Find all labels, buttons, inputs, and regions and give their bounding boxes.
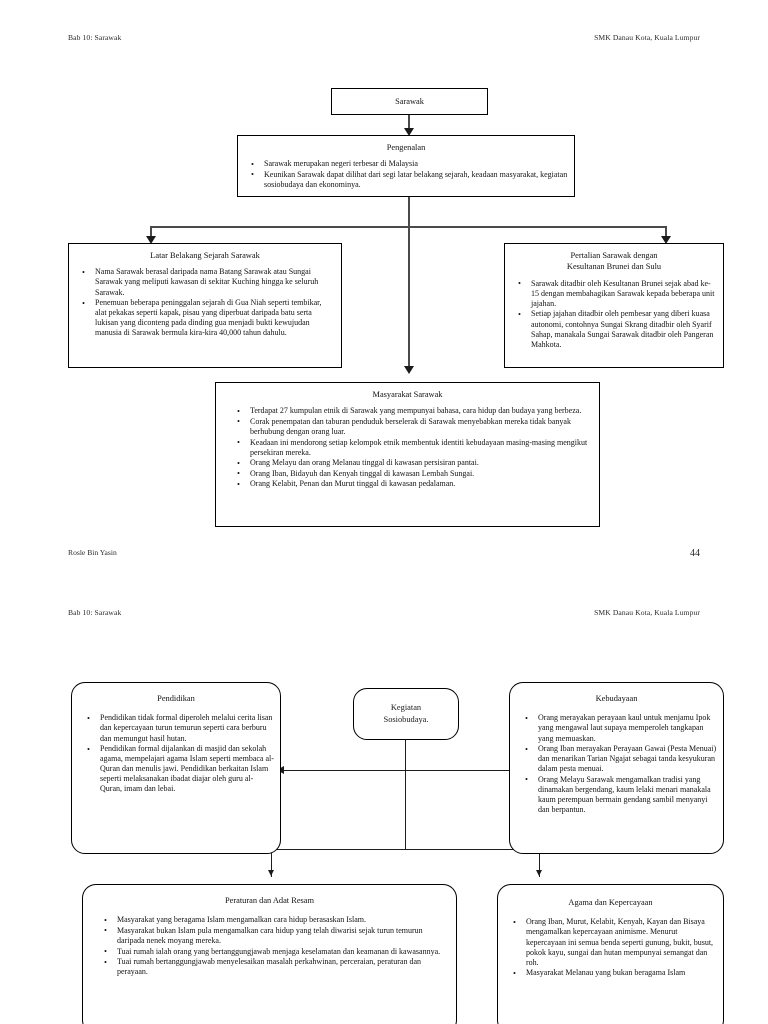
running-head: Bab 10: Sarawak SMK Danau Kota, Kuala Lu…: [68, 33, 700, 42]
node-peraturan-title: Peraturan dan Adat Resam: [224, 896, 315, 905]
connector-center-stem: [405, 740, 406, 850]
list-item: Pendidikan formal dijalankan di masjid d…: [87, 744, 274, 794]
connector-lower-right: [539, 849, 540, 877]
node-agama-kepercayaan: Agama dan Kepercayaan Orang Iban, Murut,…: [497, 884, 724, 1024]
list-item: Orang merayakan perayaan kaul untuk menj…: [525, 713, 717, 743]
node-agama-title: Agama dan Kepercayaan: [568, 898, 653, 907]
list-item: Sarawak merupakan negeri terbesar di Mal…: [251, 159, 568, 170]
list-item: Tuai rumah bertanggungjawab menyelesaika…: [104, 957, 450, 977]
running-head: Bab 10: Sarawak SMK Danau Kota, Kuala Lu…: [68, 608, 700, 617]
connector-lower-left: [271, 849, 272, 877]
footer-author: Rosle Bin Yasin: [68, 548, 117, 557]
list-item: Keunikan Sarawak dapat dilihat dari segi…: [251, 169, 568, 190]
node-masyarakat-sarawak: Masyarakat Sarawak Terdapat 27 kumpulan …: [215, 382, 600, 527]
node-pengenalan: Pengenalan Sarawak merupakan negeri terb…: [237, 135, 575, 197]
list-item: Orang Iban, Murut, Kelabit, Kenyah, Kaya…: [513, 917, 717, 967]
node-kebudayaan-list: Orang merayakan perayaan kaul untuk menj…: [510, 713, 723, 815]
page-1: Bab 10: Sarawak SMK Danau Kota, Kuala Lu…: [0, 0, 768, 600]
list-item: Masyarakat bukan Islam pula mengamalkan …: [104, 925, 450, 946]
node-pertalian-list: Sarawak ditadbir oleh Kesultanan Brunei …: [505, 278, 723, 350]
node-pertalian-title: Pertalian Sarawak dengan Kesultanan Brun…: [505, 244, 723, 273]
node-pertalian-brunei: Pertalian Sarawak dengan Kesultanan Brun…: [504, 243, 724, 368]
node-kegiatan-line1: Kegiatan: [390, 703, 422, 713]
connector-lower-bus: [271, 849, 540, 850]
arrowhead-intro: [404, 128, 414, 136]
node-peraturan-list: Masyarakat yang beragama Islam mengamalk…: [83, 915, 456, 977]
node-kebudayaan-title: Kebudayaan: [595, 694, 638, 703]
node-kegiatan-line2: Sosiobudaya.: [383, 715, 429, 724]
list-item: Setiap jajahan ditadbir oleh pembesar ya…: [518, 309, 717, 349]
arrowhead-religion: [536, 870, 542, 876]
page-2: Bab 10: Sarawak SMK Danau Kota, Kuala Lu…: [0, 600, 768, 1024]
list-item: Penemuan beberapa peninggalan sejarah di…: [82, 298, 335, 338]
node-sarawak: Sarawak: [331, 88, 488, 115]
connector-root-to-intro: [408, 115, 410, 134]
list-item: Masyarakat yang beragama Islam mengamalk…: [104, 915, 450, 926]
node-pertalian-title-line1: Pertalian Sarawak dengan: [570, 251, 658, 260]
running-head-left: Bab 10: Sarawak: [68, 33, 122, 42]
node-peraturan-adat-resam: Peraturan dan Adat Resam Masyarakat yang…: [82, 884, 457, 1024]
list-item: Corak penempatan dan taburan penduduk be…: [237, 416, 593, 437]
node-sarawak-title: Sarawak: [395, 97, 424, 106]
node-pendidikan: Pendidikan Pendidikan tidak formal diper…: [71, 682, 281, 854]
node-kegiatan-label: Kegiatan Sosiobudaya.: [384, 702, 429, 726]
arrowhead-brunei: [661, 236, 671, 244]
list-item: Sarawak ditadbir oleh Kesultanan Brunei …: [518, 278, 717, 309]
connector-horizontal-bus: [282, 770, 528, 771]
node-masyarakat-title: Masyarakat Sarawak: [372, 390, 443, 399]
node-agama-list: Orang Iban, Murut, Kelabit, Kenyah, Kaya…: [498, 917, 723, 979]
arrowhead-society: [404, 366, 414, 374]
connector-intro-stem: [408, 197, 410, 227]
list-item: Keadaan ini mendorong setiap kelompok et…: [237, 437, 593, 458]
node-pendidikan-title: Pendidikan: [157, 694, 195, 703]
list-item: Masyarakat Melanau yang bukan beragama I…: [513, 968, 717, 979]
list-item: Tuai rumah ialah orang yang bertanggungj…: [104, 946, 450, 957]
list-item: Terdapat 27 kumpulan etnik di Sarawak ya…: [237, 406, 593, 417]
connector-branch-center: [408, 226, 410, 372]
list-item: Pendidikan tidak formal diperoleh melalu…: [87, 713, 274, 743]
list-item: Orang Iban, Bidayuh dan Kenyah tinggal d…: [237, 468, 593, 479]
node-pengenalan-list: Sarawak merupakan negeri terbesar di Mal…: [238, 159, 574, 190]
node-latar-belakang-sejarah: Latar Belakang Sejarah Sarawak Nama Sara…: [68, 243, 342, 368]
list-item: Orang Melayu dan orang Melanau tinggal d…: [237, 458, 593, 469]
node-kegiatan-sosiobudaya: Kegiatan Sosiobudaya.: [353, 688, 459, 740]
list-item: Orang Melayu Sarawak mengamalkan tradisi…: [525, 774, 717, 815]
node-pengenalan-title: Pengenalan: [386, 143, 426, 152]
list-item: Orang Kelabit, Penan dan Murut tinggal d…: [237, 479, 593, 490]
list-item: Nama Sarawak berasal daripada nama Batan…: [82, 267, 335, 297]
running-head-left: Bab 10: Sarawak: [68, 608, 122, 617]
connector-branch-right: [665, 226, 667, 242]
page-footer: Rosle Bin Yasin 44: [68, 548, 700, 559]
footer-page-number: 44: [690, 548, 700, 559]
node-latar-belakang-list: Nama Sarawak berasal daripada nama Batan…: [69, 267, 341, 338]
node-kebudayaan: Kebudayaan Orang merayakan perayaan kaul…: [509, 682, 724, 854]
connector-branch-left: [150, 226, 152, 242]
list-item: Orang Iban merayakan Perayaan Gawai (Pes…: [525, 744, 717, 774]
node-latar-belakang-title: Latar Belakang Sejarah Sarawak: [150, 251, 260, 260]
node-pendidikan-list: Pendidikan tidak formal diperoleh melalu…: [72, 713, 280, 794]
running-head-right: SMK Danau Kota, Kuala Lumpur: [594, 33, 700, 42]
node-masyarakat-list: Terdapat 27 kumpulan etnik di Sarawak ya…: [216, 406, 599, 490]
running-head-right: SMK Danau Kota, Kuala Lumpur: [594, 608, 700, 617]
arrowhead-customs: [268, 870, 274, 876]
node-pertalian-title-line2: Kesultanan Brunei dan Sulu: [566, 262, 662, 272]
arrowhead-history: [146, 236, 156, 244]
